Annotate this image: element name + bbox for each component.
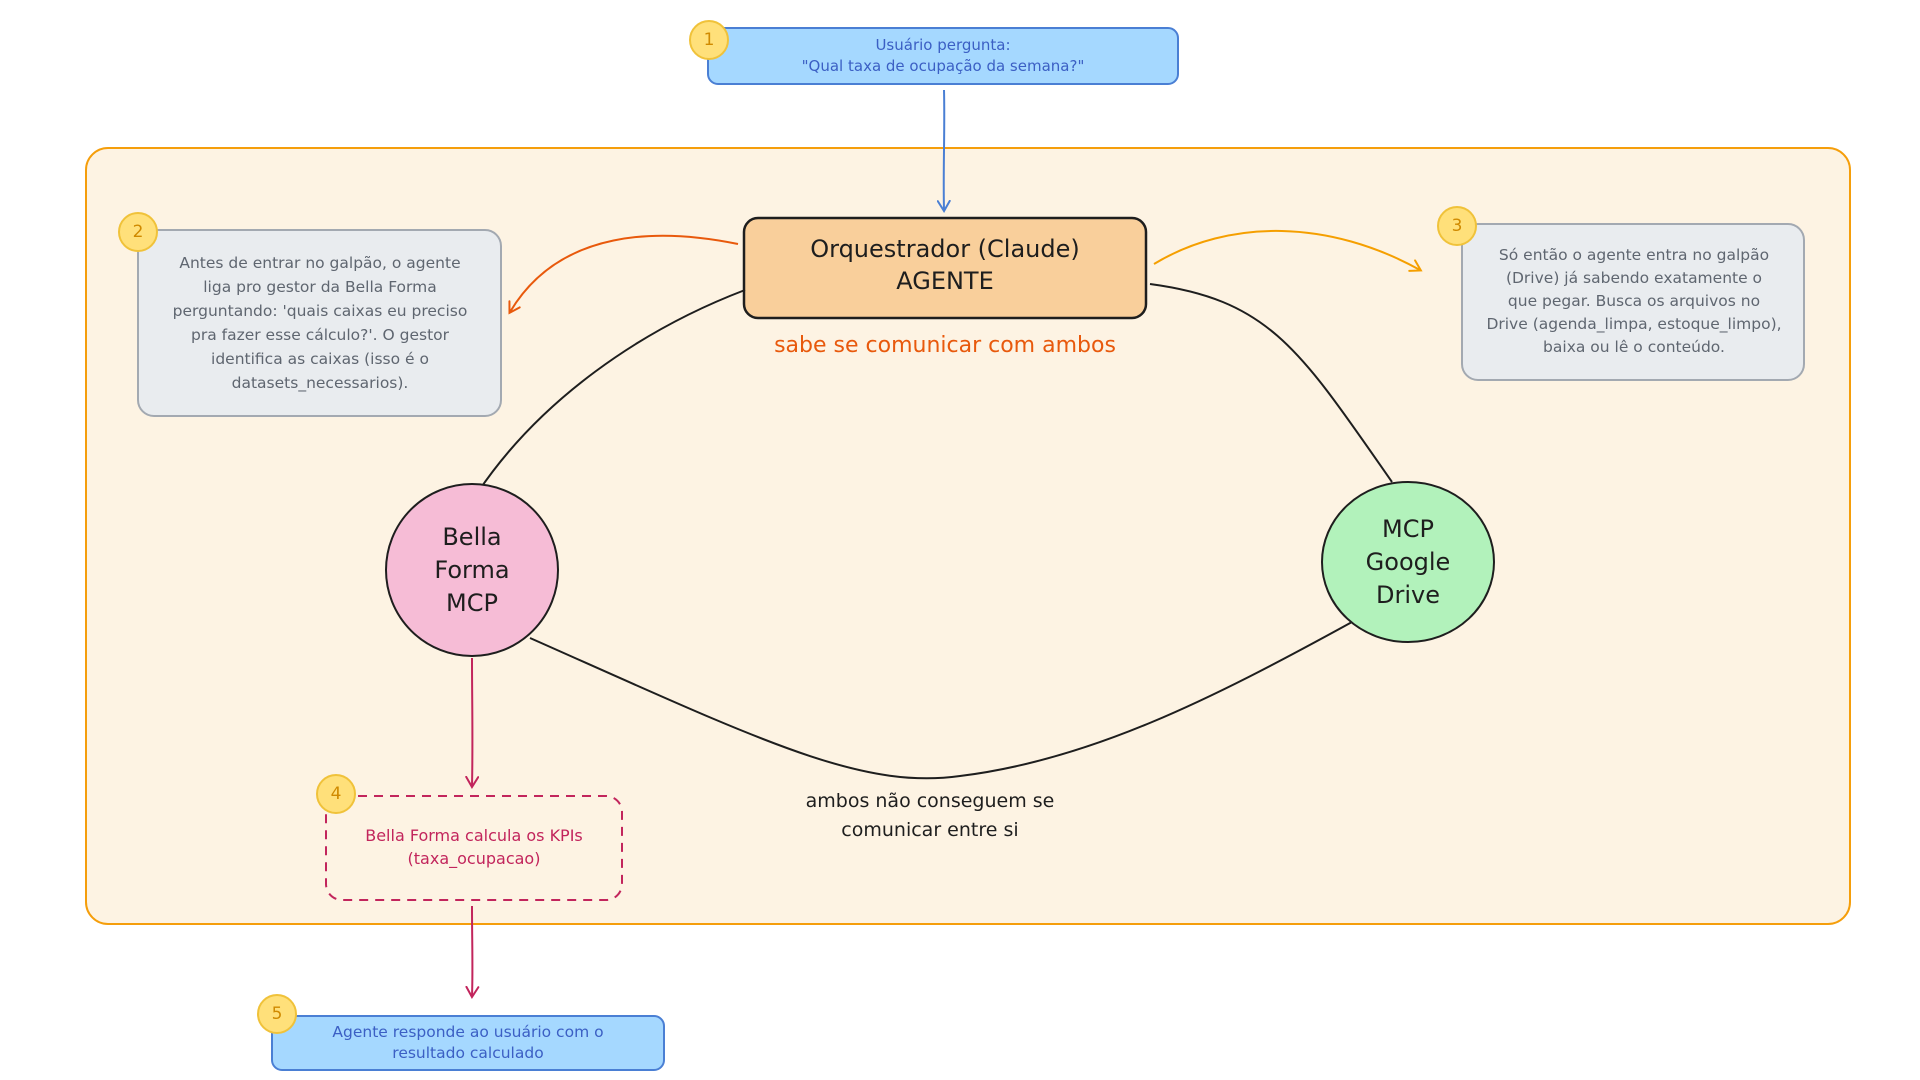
google-drive-label: MCP Google Drive (1365, 514, 1451, 609)
link-orchestrator-bella (477, 289, 746, 493)
step3-badge: 3 (1437, 206, 1477, 246)
step1-badge: 1 (689, 20, 729, 60)
link-orchestrator-drive (1149, 283, 1393, 483)
arrow-orchestrator-to-manager (508, 234, 739, 315)
step4-text: Bella Forma calcula os KPIs (taxa_ocupac… (365, 826, 583, 868)
link-bella-drive (529, 621, 1353, 780)
agent-context-container (85, 147, 1851, 925)
google-drive-mcp-node (1321, 481, 1495, 643)
arrow-orchestrator-to-drive-note (1153, 230, 1423, 272)
step5-text: Agente responde ao usuário com o resulta… (332, 1023, 604, 1062)
step5-box (271, 1015, 665, 1071)
step3-note-box (1461, 223, 1805, 381)
orchestrator-title: Orquestrador (Claude) (810, 235, 1080, 263)
no-communication-caption: ambos não conseguem se comunicar entre s… (805, 790, 1055, 841)
bella-forma-mcp-node (385, 483, 559, 657)
orchestrator-box (742, 216, 1148, 320)
arrow-user-to-orchestrator (936, 89, 951, 213)
step1-text: Usuário pergunta: "Qual taxa de ocupação… (801, 36, 1085, 75)
step3-text: Só então o agente entra no galpão (Drive… (1486, 245, 1782, 356)
bella-forma-label: Bella Forma MCP (434, 522, 510, 617)
step4-badge: 4 (316, 774, 356, 814)
orchestrator-caption: sabe se comunicar com ambos (774, 332, 1116, 358)
step2-badge: 2 (118, 212, 158, 252)
orchestrator-subtitle: AGENTE (896, 267, 994, 295)
step4-box (325, 795, 623, 901)
step5-badge: 5 (257, 994, 297, 1034)
step2-note-box (137, 229, 502, 417)
step2-text: Antes de entrar no galpão, o agente liga… (172, 254, 468, 392)
